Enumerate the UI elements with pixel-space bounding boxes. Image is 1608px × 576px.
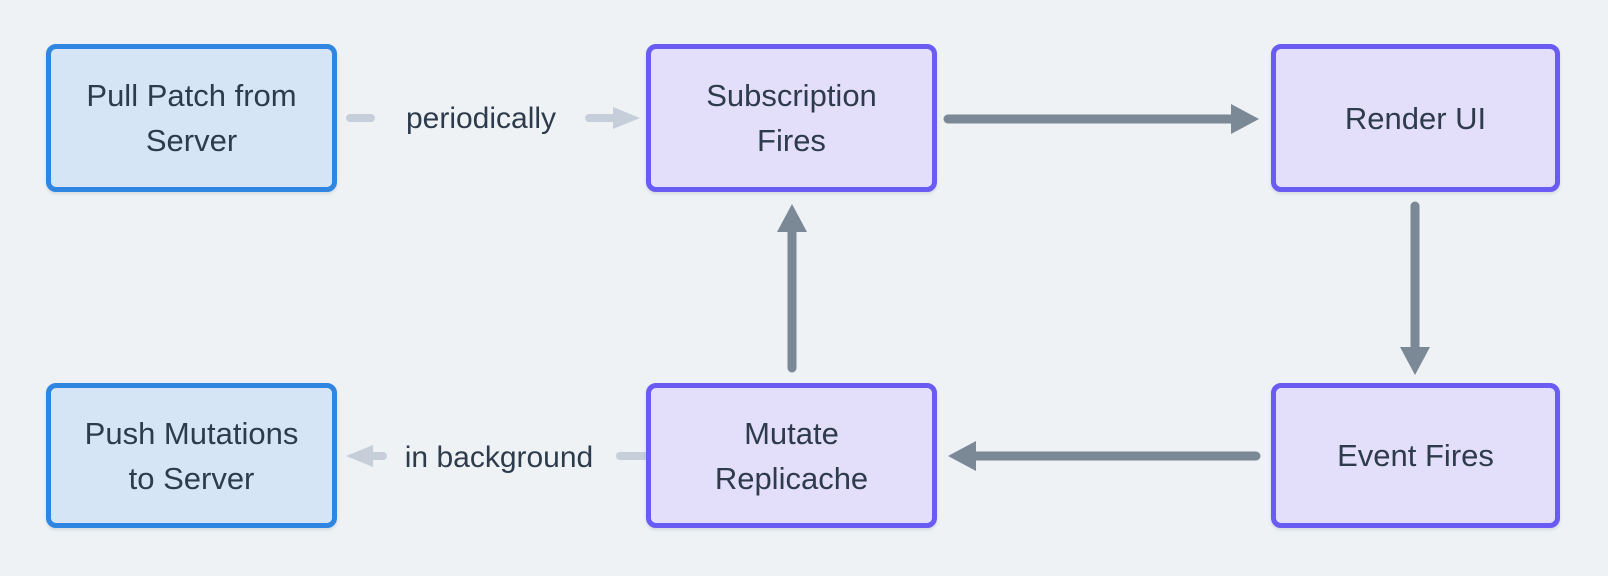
edge-event-to-mutate-arrow xyxy=(948,441,1261,471)
node-subscription-fires: Subscription Fires xyxy=(646,44,937,192)
node-label: Push Mutations to Server xyxy=(84,415,299,496)
edge-mutate-to-push-arrow xyxy=(346,445,648,467)
edge-mutate-to-subscription-arrow xyxy=(777,204,807,373)
edge-render-to-event-arrow xyxy=(1400,201,1430,375)
node-label: Pull Patch from Server xyxy=(86,78,297,158)
edge-subscription-to-render-arrow xyxy=(943,104,1259,134)
edge-label-periodically: periodically xyxy=(405,102,557,135)
node-push-mutations-to-server: Push Mutations to Server xyxy=(46,383,337,528)
node-label: Event Fires xyxy=(1337,438,1494,473)
node-label: Mutate Replicache xyxy=(714,415,869,496)
node-label: Subscription Fires xyxy=(706,78,877,158)
node-pull-patch-from-server: Pull Patch from Server xyxy=(46,44,337,192)
node-event-fires: Event Fires xyxy=(1271,383,1560,528)
edge-pull-to-subscription-arrow xyxy=(346,107,640,129)
node-label: Render UI xyxy=(1344,100,1487,136)
edge-label-in-background: in background xyxy=(404,441,594,474)
node-render-ui: Render UI xyxy=(1271,44,1560,192)
node-mutate-replicache: Mutate Replicache xyxy=(646,383,937,528)
